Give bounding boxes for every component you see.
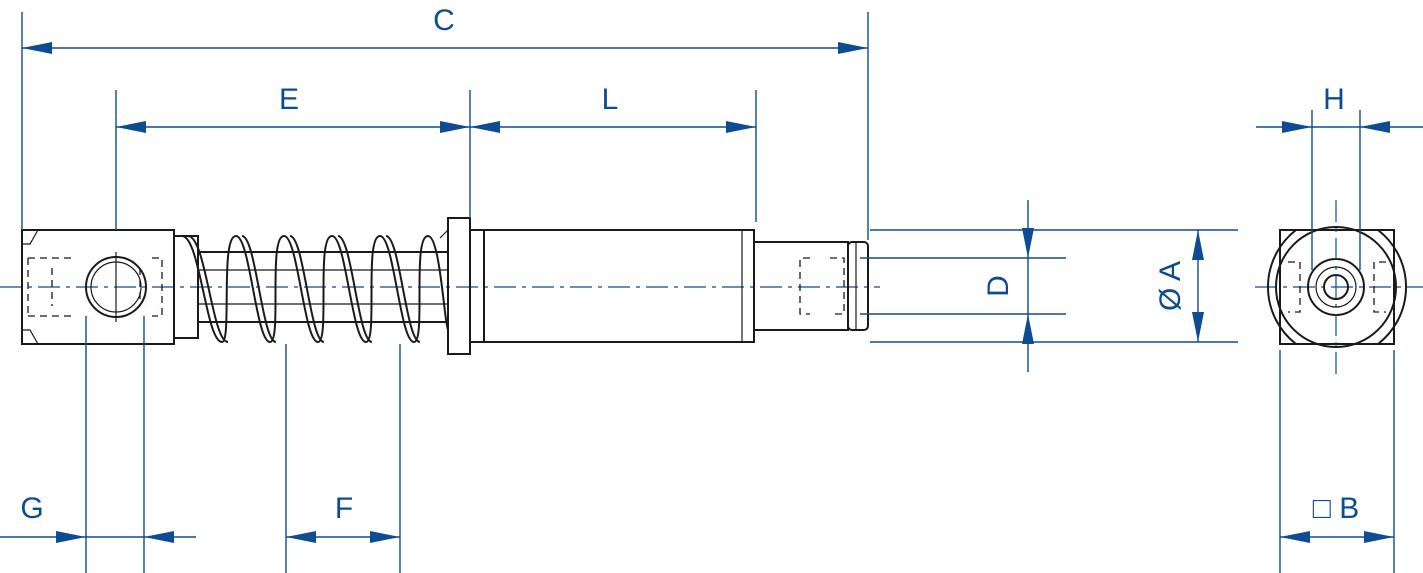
compression-spring	[181, 234, 449, 344]
label-c: C	[433, 4, 455, 37]
label-g: G	[20, 492, 43, 525]
dimension-lines	[0, 12, 1423, 573]
main-body	[483, 229, 869, 343]
plunger-side-view	[21, 217, 869, 355]
label-b: □ B	[1313, 492, 1359, 525]
flange-collar	[439, 217, 485, 355]
label-l: L	[602, 83, 619, 116]
label-e: E	[279, 83, 299, 116]
clevis-head	[21, 229, 175, 345]
label-d: D	[982, 275, 1015, 297]
label-a: Ø A	[1154, 261, 1187, 311]
label-h: H	[1323, 83, 1345, 116]
plunger-end-view	[1267, 200, 1407, 375]
label-f: F	[335, 492, 353, 525]
dimension-labels: C E L H D Ø A G F □ B	[20, 4, 1359, 525]
